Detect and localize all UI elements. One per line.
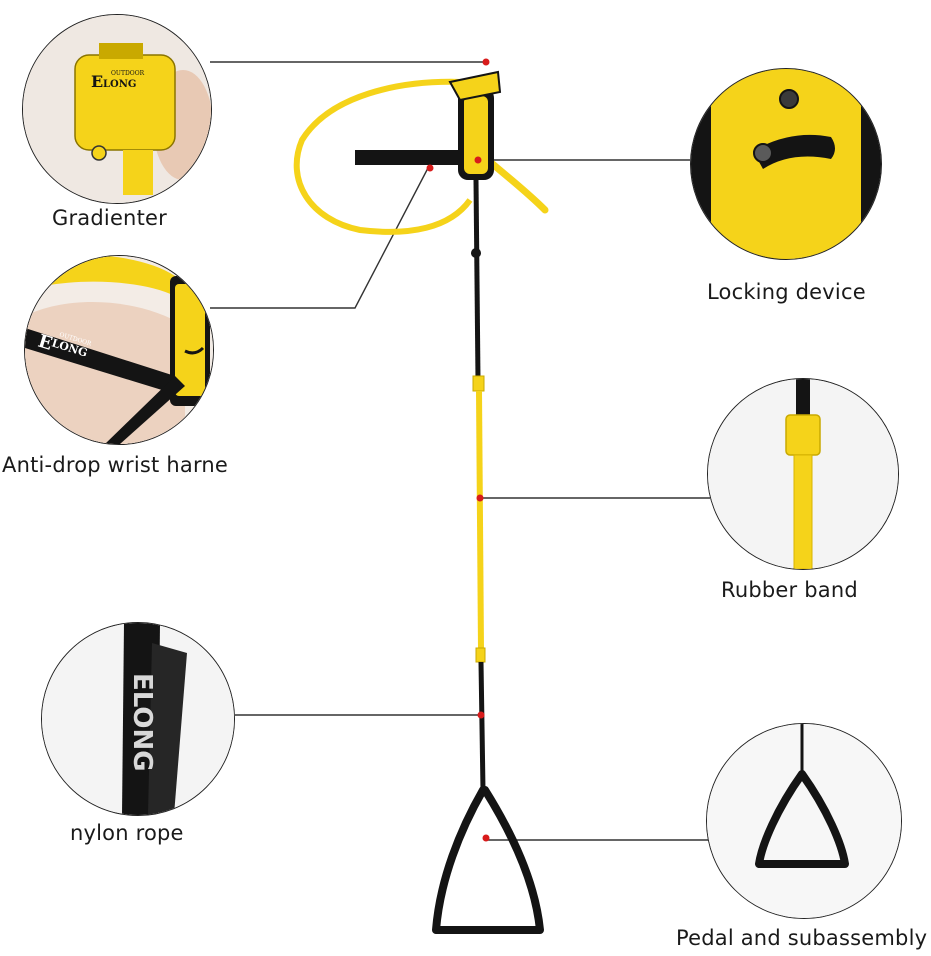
marker-nylon <box>477 711 485 719</box>
wrist-cord <box>45 256 175 296</box>
lock-panel <box>711 69 861 259</box>
gradienter-cord <box>123 150 153 195</box>
loop-cord <box>293 78 473 235</box>
gradienter-brand-long: LONG <box>103 79 136 90</box>
rope-stopper <box>471 248 481 258</box>
rubber-illustration <box>708 379 898 569</box>
gradienter-brand-e: E <box>91 72 103 91</box>
lock-slot <box>753 134 835 169</box>
band-connector-top <box>472 375 485 392</box>
marker-locking <box>474 156 482 164</box>
wrist-detail-circle: E LONG OUTDOOR <box>24 255 214 445</box>
strap-band <box>25 328 175 394</box>
rubber-label: Rubber band <box>721 578 858 602</box>
pedal-detail-circle <box>706 723 902 919</box>
rubber-connector <box>785 414 821 456</box>
marker-pedal <box>482 834 490 842</box>
handle-panel <box>175 284 205 396</box>
handle-yellow-panel <box>464 96 488 174</box>
rubber-detail-circle <box>707 378 899 570</box>
marker-wrist <box>426 164 434 172</box>
marker-rubber <box>476 494 484 502</box>
gradienter-hole <box>91 145 107 161</box>
rubber-top-rope <box>796 379 810 417</box>
gradienter-detail-circle: E LONG OUTDOOR <box>22 14 212 204</box>
nylon-detail-circle: ELONG <box>41 622 235 816</box>
gradienter-illustration: E LONG OUTDOOR <box>23 15 211 203</box>
nylon-label: nylon rope <box>70 821 184 845</box>
gradienter-brand-outdoor: OUTDOOR <box>111 70 145 77</box>
nylon-rope-text: ELONG <box>127 673 157 772</box>
wrist-illustration: E LONG OUTDOOR <box>25 256 213 444</box>
bubble-level <box>99 43 143 59</box>
lock-screw <box>779 89 799 109</box>
lower-rope <box>478 661 486 791</box>
rubber-band-detail <box>793 454 813 569</box>
locking-detail-circle <box>690 68 882 260</box>
locking-label: Locking device <box>707 280 866 304</box>
wrist-label: Anti-drop wrist harne <box>2 453 229 477</box>
pedal-label: Pedal and subassembly <box>676 926 928 950</box>
wrist-connector <box>210 167 429 309</box>
marker-gradienter <box>482 58 490 66</box>
upper-rope <box>473 179 481 381</box>
nylon-illustration: ELONG <box>42 623 234 815</box>
pedal-illustration <box>707 724 901 918</box>
band-connector-bottom <box>475 647 486 663</box>
pedal-loop <box>432 786 544 934</box>
lock-slot <box>184 346 205 355</box>
strap-tail <box>105 376 185 444</box>
wrist-strap <box>355 150 461 165</box>
locking-illustration <box>691 69 881 259</box>
gradienter-label: Gradienter <box>52 206 167 230</box>
lock-knob <box>753 143 773 163</box>
nylon-strap-back <box>148 643 187 815</box>
wrist-brand-e: E <box>36 331 55 355</box>
handle-top <box>448 70 502 102</box>
pedal-loop-detail <box>755 770 849 868</box>
rubber-band <box>476 390 484 651</box>
cord-tail <box>484 156 549 214</box>
